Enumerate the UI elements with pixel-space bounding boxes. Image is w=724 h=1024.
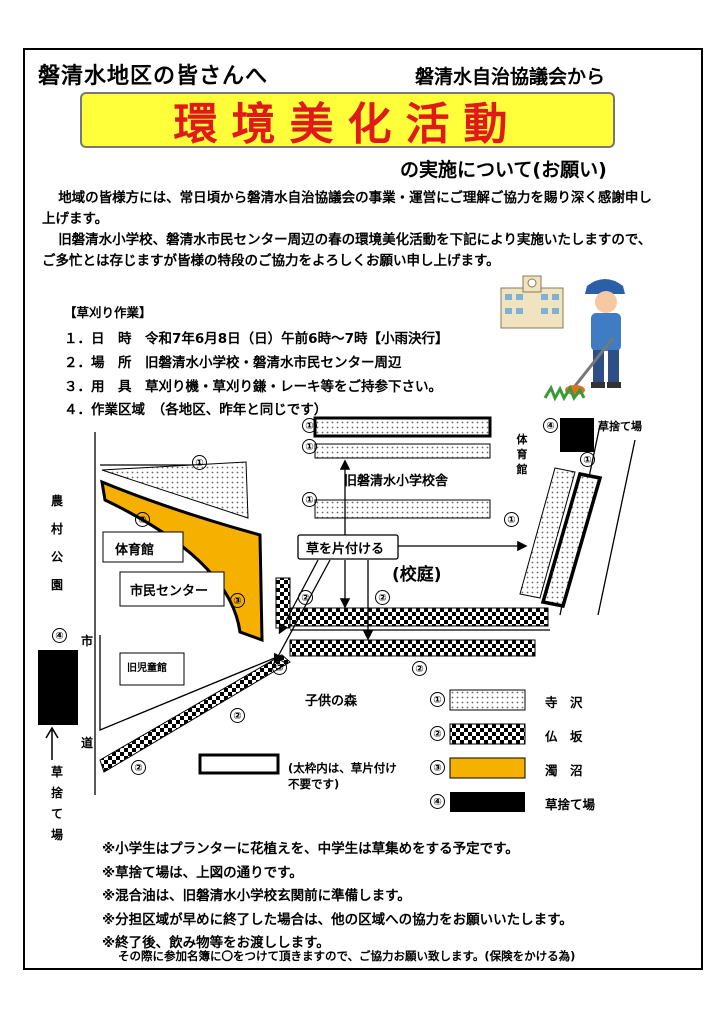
section-heading: 【草刈り作業】 [64,305,152,320]
note-5: ※終了後、飲み物等をお渡しします。 [102,935,330,951]
item-place: ２．場 所 旧磐清水小学校・磐清水市民センター周辺 [64,355,402,371]
marker-1: ① [192,455,207,470]
marker-1: ① [302,418,317,433]
label-dump-left: 草捨て場 [50,765,63,842]
sender: 磐清水自治協議会から [415,66,606,88]
legend-name-2: 仏 坂 [545,729,583,744]
note-2: ※草捨て場は、上図の通りです。 [102,864,303,881]
subtitle: の実施について(お願い) [400,159,607,181]
label-gym-left: 体育館 [115,543,155,558]
marker-3: ③ [135,512,150,527]
footnote: その際に参加名簿に〇をつけて頂きますので、ご協力お願い致します。(保険をかける為… [118,949,576,963]
legend-name-4: 草捨て場 [545,797,596,812]
label-gym-right: 体育館 [516,433,528,476]
legend-name-1: 寺 沢 [545,695,583,710]
marker-2: ② [131,760,146,775]
legend-num-3: ③ [430,760,445,775]
note-3: ※混合油は、旧磐清水小学校玄関前に準備します。 [102,888,411,904]
worker-icon [543,279,625,402]
marker-4: ④ [52,628,67,643]
label-gather: 草を片付ける [306,542,385,557]
marker-1: ① [302,439,317,454]
legend-name-3: 濁 沼 [545,763,583,778]
note-1: ※小学生はプランターに花植えを、中学生は草集めをする予定です。 [102,841,519,857]
label-thick-note: (太枠内は、草片付け不要です) [288,761,397,791]
legend-num-1: ① [430,692,445,707]
label-farm-park: 農村公園 [50,494,63,592]
notes: ※小学生はプランターに花植えを、中学生は草集めをする予定です。 ※草捨て場は、上… [102,838,573,956]
legend-num-2: ② [430,726,445,741]
note-4: ※分担区域が早めに終了した場合は、他の区域への協力をお願いいたします。 [102,911,573,928]
legend-num-4: ④ [430,794,445,809]
dump-left [38,650,78,725]
marker-1: ① [504,512,519,527]
addressee: 磐清水地区の皆さんへ [38,64,269,89]
document-frame [23,48,703,970]
intro-text: 地域の皆様方には、常日頃から磐清水自治協議会の事業・運営にご理解ご協力を賜り深く… [42,188,652,272]
marker-4: ④ [543,418,558,433]
intro-paragraph-1: 地域の皆様方には、常日頃から磐清水自治協議会の事業・運営にご理解ご協力を賜り深く… [42,190,652,227]
item-area: ４．作業区域 （各地区、昨年と同じです） [64,402,328,418]
school-building-icon [500,275,564,329]
area-1-thick [313,416,492,438]
label-schoolyard: (校庭) [392,565,442,585]
marker-2: ② [298,590,313,605]
title-banner: 環境美化活動 [80,92,615,150]
marker-2: ② [375,590,390,605]
marker-2: ② [272,660,287,675]
main-title: 環境美化活動 [173,99,522,150]
label-city-road: 市道 [80,634,93,750]
area-map [38,416,636,812]
marker-1: ① [302,492,317,507]
marker-3: ③ [230,593,245,608]
label-kids-forest: 子供の森 [305,694,358,709]
marker-1: ① [580,452,595,467]
item-tools: ３．用 具 草刈り機・草刈り鎌・レーキ等をご持参下さい。 [64,379,442,395]
intro-paragraph-2: 旧磐清水小学校、磐清水市民センター周辺の春の環境美化活動を下記により実施いたしま… [42,232,652,269]
label-children-hall: 旧児童館 [127,663,167,674]
marker-2: ② [230,708,245,723]
label-center: 市民センター [130,584,209,599]
mowing-illustration [500,275,625,402]
label-dump-top: 草捨て場 [598,420,642,433]
marker-2: ② [412,661,427,676]
dump-top [560,418,594,452]
item-datetime: １．日 時 令和7年6月8日（日）午前6時～7時【小雨決行】 [64,331,449,347]
label-school: 旧磐清水小学校舎 [344,474,449,489]
